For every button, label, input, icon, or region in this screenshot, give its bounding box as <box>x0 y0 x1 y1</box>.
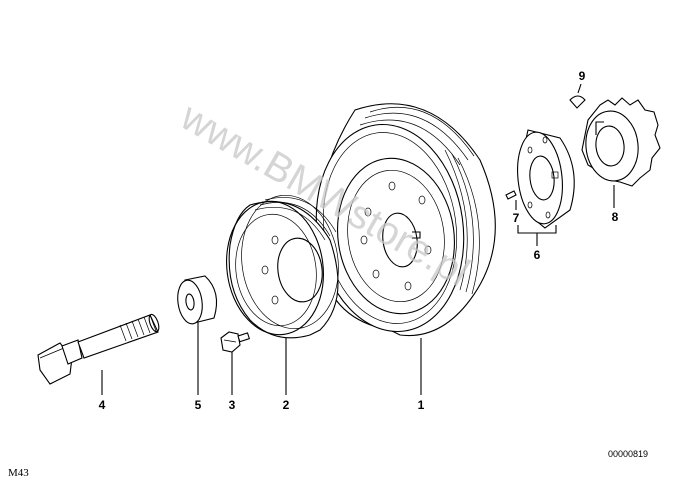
diagram-code: 00000819 <box>608 449 648 459</box>
vibration-damper[interactable] <box>303 103 496 341</box>
washer[interactable] <box>175 275 218 325</box>
label-part-9: 9 <box>579 69 586 83</box>
small-hex-bolt[interactable] <box>220 331 251 353</box>
pulley[interactable] <box>218 189 347 341</box>
hub-flange[interactable] <box>513 129 575 229</box>
pin[interactable] <box>505 190 517 200</box>
label-part-5: 5 <box>195 398 202 412</box>
group-code: M43 <box>8 467 29 479</box>
label-part-2: 2 <box>283 398 290 412</box>
central-bolt[interactable] <box>37 313 161 385</box>
label-part-1: 1 <box>418 398 425 412</box>
sprocket[interactable] <box>581 97 661 187</box>
label-part-3: 3 <box>229 398 236 412</box>
label-part-7: 7 <box>513 211 520 225</box>
label-part-4: 4 <box>99 398 106 412</box>
label-part-6: 6 <box>534 248 541 262</box>
leader-lines <box>101 83 615 395</box>
label-part-8: 8 <box>612 210 619 224</box>
woodruff-key[interactable] <box>569 95 586 109</box>
